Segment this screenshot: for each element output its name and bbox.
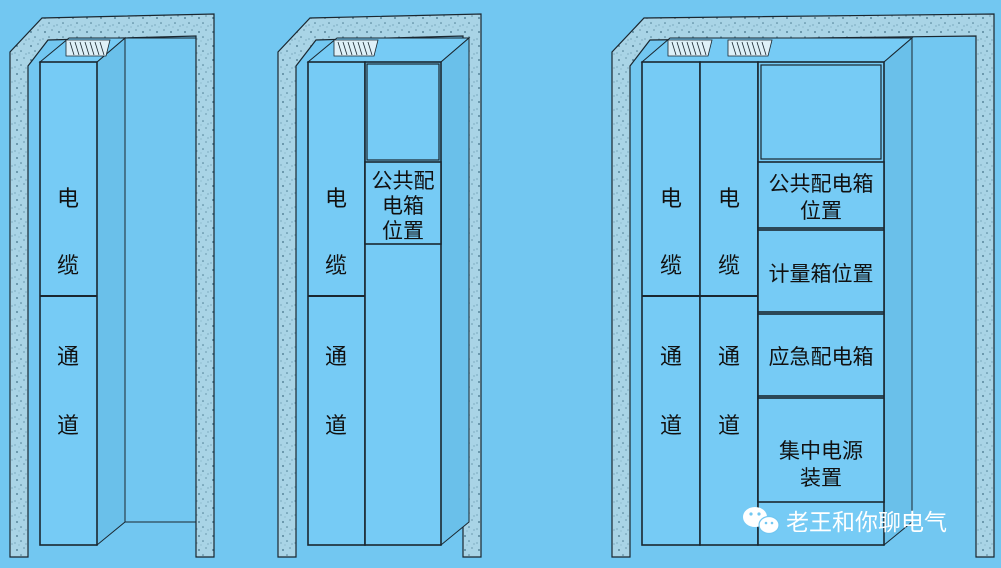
slot-label: 位置 xyxy=(382,219,424,243)
watermark-text: 老王和你聊电气 xyxy=(786,510,947,536)
cable-hatch xyxy=(65,39,111,57)
channel-char: 通 xyxy=(718,345,740,370)
channel-char: 通 xyxy=(660,345,682,370)
slot-label: 集中电源 xyxy=(779,439,863,463)
cable-channel: 电 缆 通 道 xyxy=(38,36,127,547)
cabinet-slot-public-distribution-box xyxy=(364,161,442,245)
cabinet-column: 公共配电箱 位置 计量箱位置 应急配电箱 集中电源 装置 xyxy=(757,61,885,546)
slot-label: 电箱 xyxy=(382,194,424,218)
slot-label: 装置 xyxy=(800,466,842,490)
channel-char: 缆 xyxy=(718,254,740,279)
wechat-icon xyxy=(743,507,780,535)
channel-char: 道 xyxy=(660,414,682,439)
cable-hatch xyxy=(333,39,379,57)
cable-channel: 电 缆 通 道 xyxy=(641,39,713,546)
slot-label: 公共配电箱 xyxy=(769,172,874,196)
cabinet-slot-meter-box xyxy=(757,229,885,313)
wall xyxy=(9,13,215,558)
diagram-middle: 电 缆 通 道 公共配 电箱 位置 xyxy=(277,13,482,558)
channel-char: 缆 xyxy=(57,254,79,279)
cable-channel: 电 缆 通 道 xyxy=(306,36,471,547)
channel-char: 通 xyxy=(325,345,347,370)
channel-char: 电 xyxy=(325,187,347,212)
channel-char: 缆 xyxy=(660,254,682,279)
slot-label: 应急配电箱 xyxy=(769,345,874,369)
diagram-right: 电 缆 通 道 电 缆 通 道 xyxy=(611,13,995,558)
wall xyxy=(277,13,482,558)
channel-char: 缆 xyxy=(325,254,347,279)
watermark: 老王和你聊电气 xyxy=(743,507,947,536)
slot-label: 位置 xyxy=(800,199,842,223)
channel-char: 通 xyxy=(57,345,79,370)
diagram-left: 电 缆 通 道 xyxy=(9,13,215,558)
cabinet-slot-public-distribution-box xyxy=(757,161,885,229)
empty-recess xyxy=(125,37,197,523)
wall xyxy=(611,13,995,558)
channel-char: 电 xyxy=(718,187,740,212)
channel-char: 电 xyxy=(660,187,682,212)
cable-hatch xyxy=(667,39,713,57)
cabinet-slot-central-power xyxy=(757,397,885,503)
cabinet-column: 公共配 电箱 位置 xyxy=(364,61,442,546)
channel-char: 电 xyxy=(57,187,79,212)
cabinet-slot-empty xyxy=(760,64,882,160)
cabinet-slot-emergency-box xyxy=(757,313,885,397)
channel-char: 道 xyxy=(57,414,79,439)
cabinet-slot-empty xyxy=(366,63,440,161)
cable-hatch xyxy=(727,39,773,57)
slot-label: 计量箱位置 xyxy=(769,262,874,286)
slot-label: 公共配 xyxy=(372,169,435,193)
channel-char: 道 xyxy=(325,414,347,439)
channel-char: 道 xyxy=(718,414,740,439)
